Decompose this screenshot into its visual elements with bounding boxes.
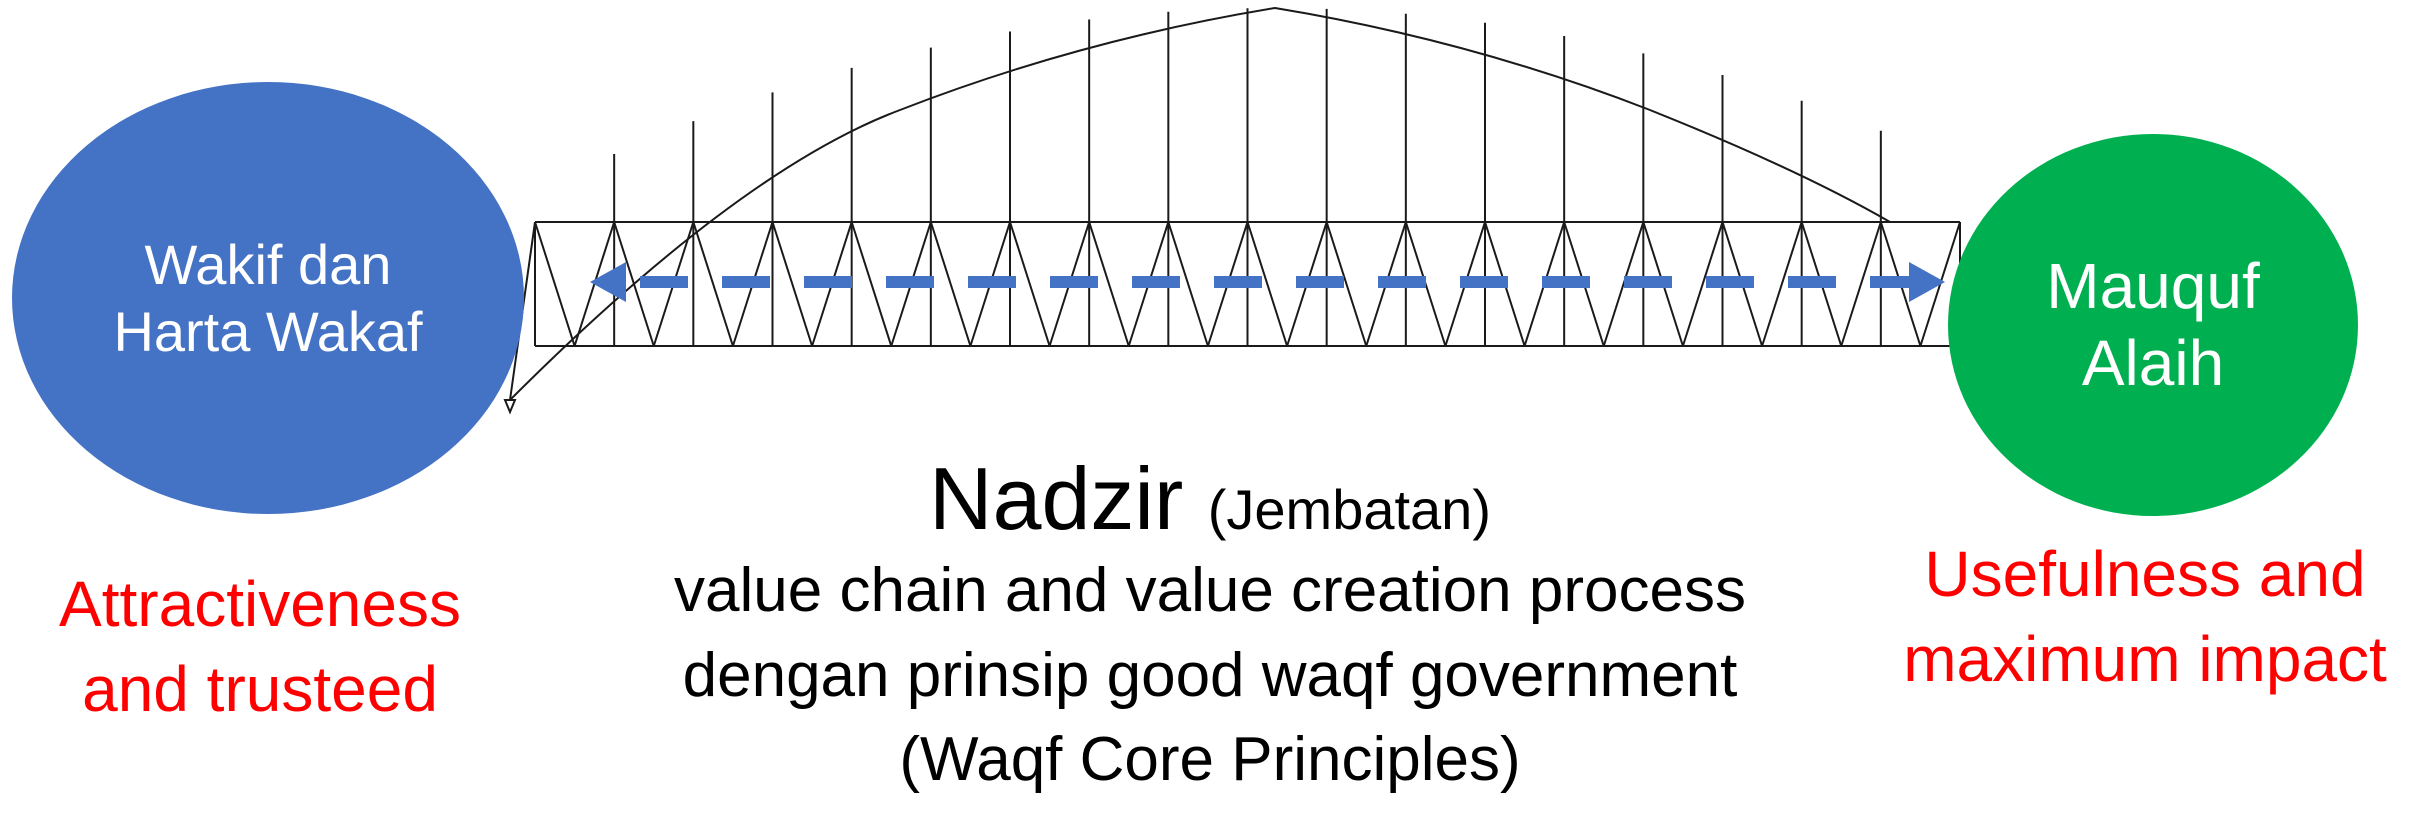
left-caption-line-1: Attractiveness bbox=[59, 568, 461, 640]
nadzir-line-1: value chain and value creation process bbox=[674, 556, 1746, 626]
wakif-node: Wakif dan Harta Wakaf bbox=[12, 82, 524, 514]
double-arrow-icon bbox=[590, 262, 1945, 302]
left-caption: Attractiveness and trusteed bbox=[30, 562, 490, 732]
right-caption-line-1: Usefulness and bbox=[1924, 538, 2366, 610]
mauquf-node-line-2: Alaih bbox=[2081, 327, 2225, 399]
nadzir-line-3: (Waqf Core Principles) bbox=[899, 724, 1521, 794]
mauquf-node-line-1: Mauquf bbox=[2046, 250, 2260, 323]
nadzir-line-2: dengan prinsip good waqf government bbox=[682, 640, 1738, 710]
left-caption-line-2: and trusteed bbox=[82, 653, 438, 726]
wakif-node-line-1: Wakif dan bbox=[144, 232, 392, 296]
nadzir-subtitle: (Jembatan) bbox=[1207, 478, 1491, 541]
mauquf-alaih-node: Mauquf Alaih bbox=[1948, 134, 2358, 516]
right-caption-line-2: maximum impact bbox=[1903, 623, 2387, 696]
nadzir-description: Nadzir (Jembatan) value chain and value … bbox=[560, 448, 1860, 802]
right-caption: Usefulness and maximum impact bbox=[1880, 532, 2410, 702]
wakif-node-line-2: Harta Wakaf bbox=[113, 300, 423, 363]
nadzir-heading: Nadzir (Jembatan) bbox=[560, 448, 1860, 549]
nadzir-title: Nadzir bbox=[929, 449, 1184, 548]
